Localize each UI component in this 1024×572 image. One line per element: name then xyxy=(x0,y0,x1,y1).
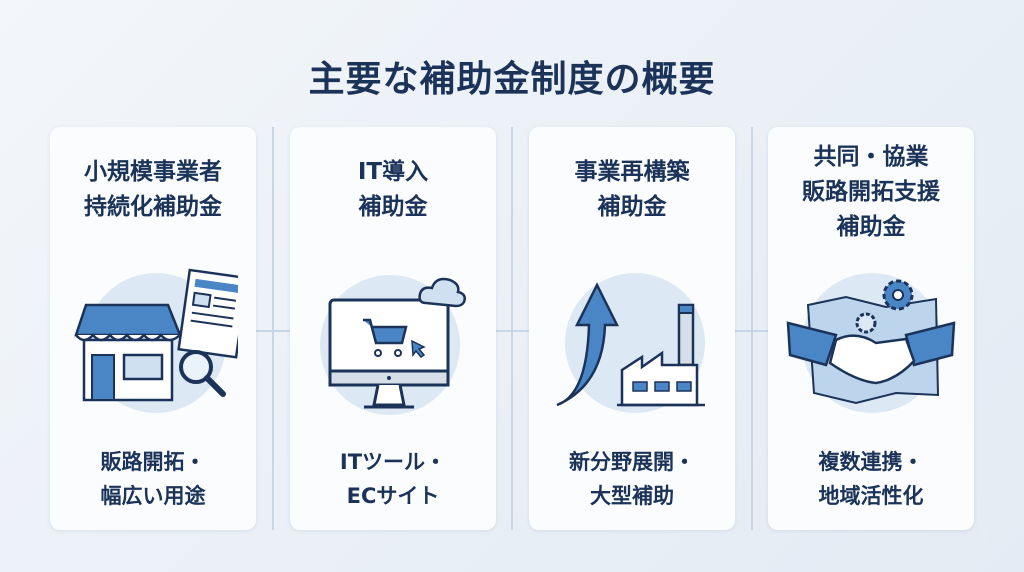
computer-cart-icon xyxy=(320,275,466,415)
card-desc-line: ECサイト xyxy=(346,484,440,508)
handshake-icon xyxy=(786,273,956,413)
divider xyxy=(272,127,274,530)
divider xyxy=(511,127,513,530)
sparkle-icon: ✦ xyxy=(972,515,998,550)
card-desc-line: 新分野展開・ xyxy=(569,450,695,474)
card-restructuring-subsidy: 事業再構築 補助金 新分野展開・ 大型補助 xyxy=(529,127,735,530)
card-title-line: 持続化補助金 xyxy=(84,194,222,220)
page-title: 主要な補助金制度の概要 xyxy=(308,59,716,100)
card-desc-line: ITツール・ xyxy=(339,450,447,474)
card-title-line: 共同・協業 xyxy=(813,144,929,170)
connector xyxy=(495,330,529,332)
card-title-line: 補助金 xyxy=(358,194,428,220)
factory-arrow-icon xyxy=(556,273,705,413)
card-collaboration-subsidy: 共同・協業 販路開拓支援 補助金 複数連携・ 地域活性化 xyxy=(768,127,974,530)
card-title-line: 販路開拓支援 xyxy=(802,179,940,205)
card-title-line: IT導入 xyxy=(357,159,429,185)
card-desc-line: 複数連携・ xyxy=(818,450,924,474)
card-small-business-subsidy: 小規模事業者 持続化補助金 販路開拓・ 幅広い用途 xyxy=(50,127,256,530)
card-it-subsidy: IT導入 補助金 ITツール・ ECサイト xyxy=(290,127,496,530)
card-title-line: 事業再構築 xyxy=(574,159,690,185)
card-desc-line: 販路開拓・ xyxy=(100,450,206,474)
storefront-icon xyxy=(74,268,238,413)
divider xyxy=(751,127,753,530)
connector xyxy=(256,330,290,332)
card-desc-line: 大型補助 xyxy=(590,484,674,508)
card-title-line: 補助金 xyxy=(836,214,906,240)
card-title-line: 補助金 xyxy=(597,194,667,220)
connector xyxy=(735,330,769,332)
card-desc-line: 幅広い用途 xyxy=(100,484,206,508)
card-desc-line: 地域活性化 xyxy=(818,484,924,508)
card-title-line: 小規模事業者 xyxy=(84,159,222,185)
